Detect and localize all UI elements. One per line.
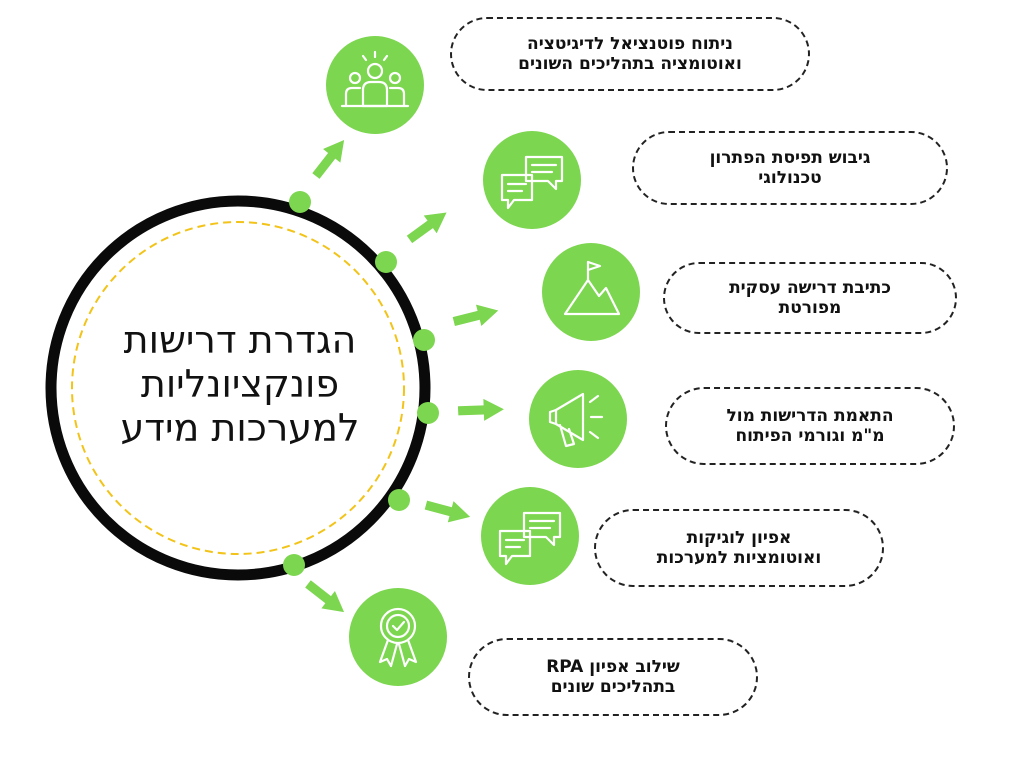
step-label-4-text: התאמת הדרישות מול מ"מ וגורמי הפיתוח bbox=[726, 406, 894, 446]
ring-dot-6 bbox=[283, 554, 305, 576]
award-badge-icon bbox=[378, 607, 418, 668]
node-2 bbox=[483, 131, 581, 229]
connector-arrow-5 bbox=[423, 494, 473, 528]
connector-arrow-6 bbox=[301, 575, 351, 621]
ring-dot-3 bbox=[413, 329, 435, 351]
node-6 bbox=[349, 588, 447, 686]
step-label-1-text: ניתוח פוטנציאל לדיגיטציה ואוטומציה בתהלי… bbox=[518, 34, 742, 74]
hub-dashed-ring bbox=[71, 221, 405, 555]
node-1 bbox=[326, 36, 424, 134]
step-label-2: גיבוש תפיסת הפתרון טכנולוגי bbox=[632, 131, 948, 205]
ring-dot-1 bbox=[289, 191, 311, 213]
chat-bubbles-icon bbox=[498, 511, 562, 566]
step-label-6: שילוב אפיון RPA בתהליכים שונים bbox=[468, 638, 758, 716]
step-label-3-text: כתיבת דרישה עסקית מפורטת bbox=[729, 278, 891, 318]
step-label-3: כתיבת דרישה עסקית מפורטת bbox=[663, 262, 957, 334]
ring-dot-2 bbox=[375, 251, 397, 273]
step-label-5: אפיון לוגיקות ואוטומציות למערכות bbox=[594, 509, 884, 587]
step-label-4: התאמת הדרישות מול מ"מ וגורמי הפיתוח bbox=[665, 387, 955, 465]
connector-arrow-2 bbox=[402, 203, 454, 249]
step-label-2-text: גיבוש תפיסת הפתרון טכנולוגי bbox=[709, 148, 871, 188]
team-icon bbox=[340, 50, 410, 108]
connector-arrow-3 bbox=[451, 299, 501, 333]
step-label-6-text: שילוב אפיון RPA בתהליכים שונים bbox=[546, 657, 680, 697]
node-4 bbox=[529, 370, 627, 468]
node-5 bbox=[481, 487, 579, 585]
connector-arrow-4 bbox=[457, 398, 505, 422]
step-label-5-text: אפיון לוגיקות ואוטומציות למערכות bbox=[656, 528, 822, 568]
hub-title: הגדרת דרישות פונקציונליות למערכות מידע bbox=[120, 318, 360, 450]
ring-dot-5 bbox=[388, 489, 410, 511]
step-label-1: ניתוח פוטנציאל לדיגיטציה ואוטומציה בתהלי… bbox=[450, 17, 810, 91]
megaphone-icon bbox=[548, 392, 604, 448]
connector-arrow-1 bbox=[307, 133, 353, 183]
ring-dot-4 bbox=[417, 402, 439, 424]
mountain-flag-icon bbox=[563, 260, 621, 316]
hub-outer-ring bbox=[45, 195, 431, 581]
chat-bubbles-icon bbox=[500, 155, 564, 210]
node-3 bbox=[542, 243, 640, 341]
